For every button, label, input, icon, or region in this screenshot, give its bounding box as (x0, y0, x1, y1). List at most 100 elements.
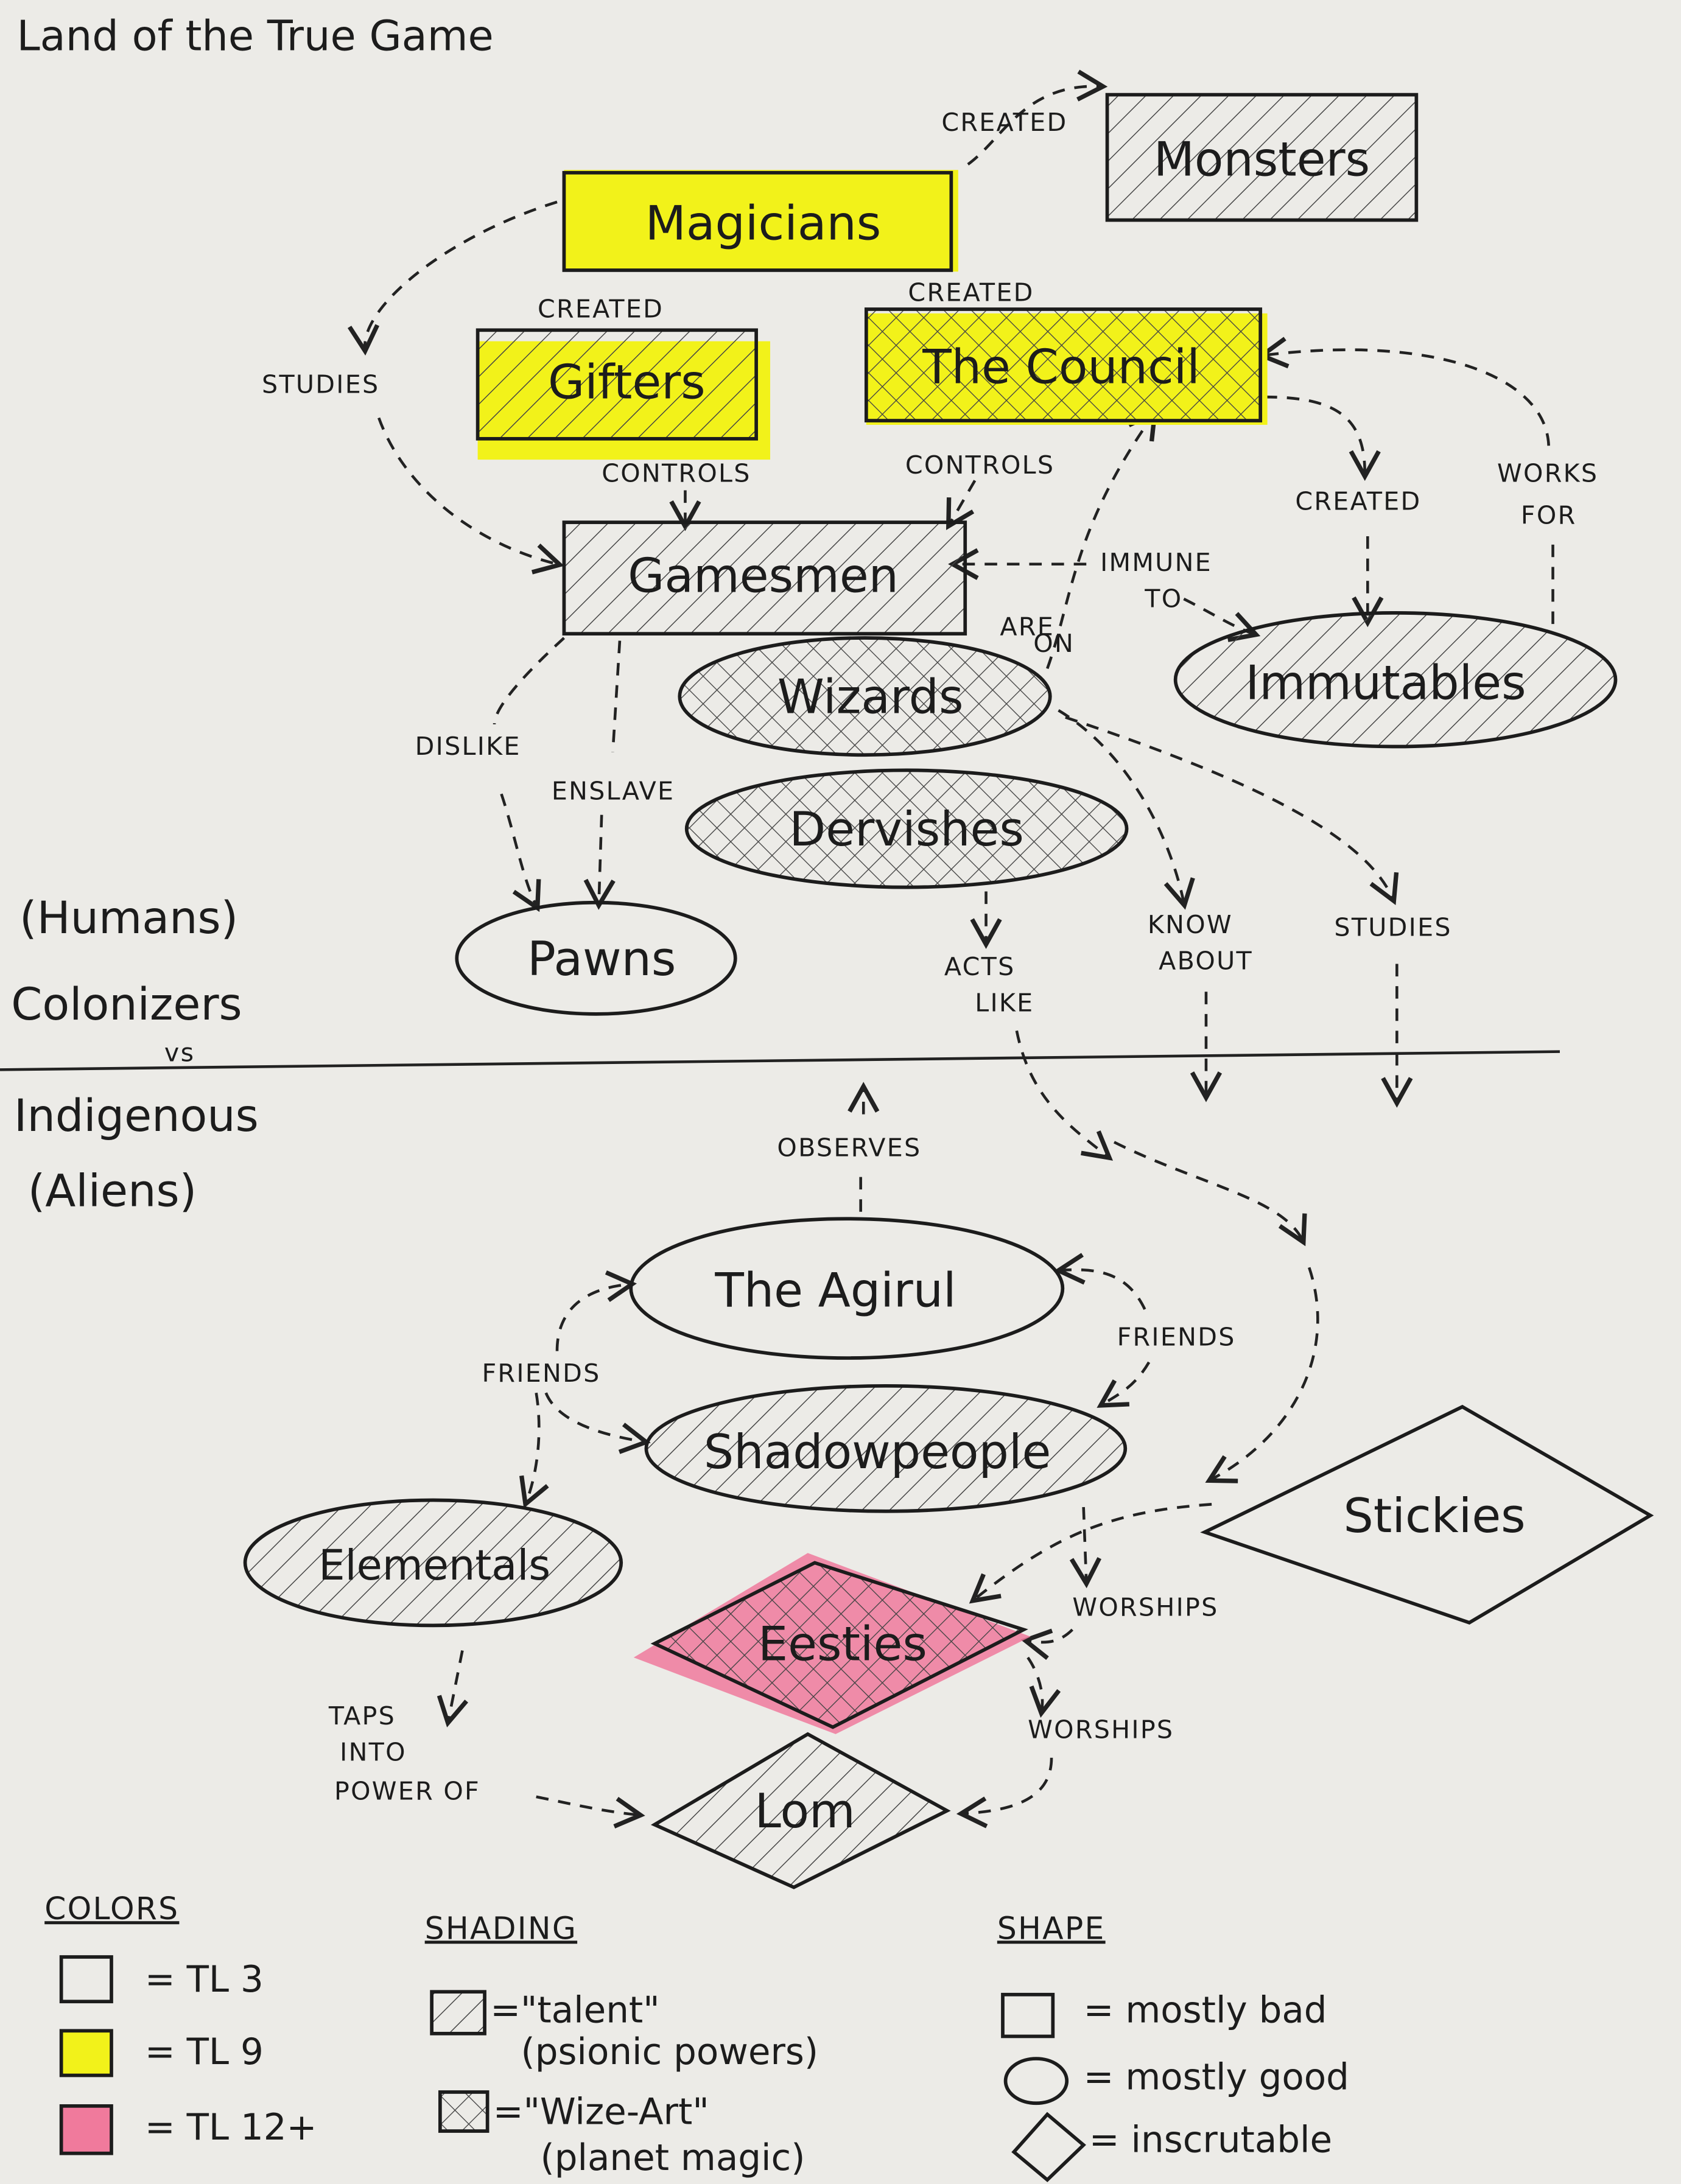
edge-stickies-path (1113, 1141, 1307, 1247)
legend-shape-rect (1001, 1992, 1055, 2039)
edge-actslike-aliens (1015, 1030, 1114, 1161)
svg-text:Wizards: Wizards (777, 670, 964, 725)
legend-colors-heading: COLORS (44, 1891, 179, 1927)
label-into: INTO (340, 1737, 407, 1766)
svg-text:(planet magic): (planet magic) (541, 2137, 805, 2179)
node-shadowpeople[interactable]: Shadowpeople (644, 1384, 1128, 1513)
legend-hatch-wizeart (438, 2090, 490, 2133)
label-colonizers: Colonizers (11, 979, 242, 1031)
edge-studies-gamesmen (377, 417, 564, 575)
legend-shading-heading: SHADING (425, 1910, 577, 1946)
svg-text:Immutables: Immutables (1245, 656, 1526, 711)
svg-text:= TL 3: = TL 3 (145, 1959, 264, 2001)
edge-magicians-gamesmen (348, 200, 558, 356)
svg-text:Lom: Lom (755, 1784, 855, 1839)
edge-friends-left-agirul (555, 1270, 637, 1351)
node-eesties[interactable]: Eesties (633, 1553, 1031, 1734)
label-know: KNOW (1148, 910, 1233, 939)
svg-text:(psionic powers): (psionic powers) (521, 2031, 819, 2073)
node-gifters[interactable]: Gifters (476, 328, 770, 460)
label-on: ON (1033, 629, 1075, 658)
node-agirul[interactable]: The Agirul (629, 1217, 1065, 1360)
svg-text:Elementals: Elementals (318, 1541, 550, 1590)
edge-friends-right-agirul (1053, 1253, 1146, 1310)
svg-text:Pawns: Pawns (527, 932, 676, 987)
node-council[interactable]: The Council (864, 307, 1268, 425)
edge-council-gamesmen (946, 480, 977, 530)
legend-shape-ellipse (1003, 2057, 1069, 2105)
node-elementals[interactable]: Elementals (243, 1498, 623, 1628)
node-dervishes[interactable]: Dervishes (684, 768, 1129, 889)
edge-friends-left-shadow (544, 1392, 651, 1454)
edge-wizards-council (1046, 409, 1158, 670)
svg-text:Gifters: Gifters (548, 355, 706, 410)
edge-wizards-studies (1065, 716, 1399, 905)
label-created-council: CREATED (908, 278, 1034, 307)
label-enslave: ENSLAVE (552, 776, 675, 805)
label-dislike: DISLIKE (415, 732, 521, 761)
svg-text:="talent": ="talent" (490, 1990, 659, 2032)
label-friends-left: FRIENDS (482, 1359, 600, 1388)
svg-text:Magicians: Magicians (645, 197, 881, 251)
label-worships-1: WORSHIPS (1072, 1592, 1218, 1622)
edge-immutables-council (1265, 350, 1554, 625)
label-studies-gamesmen: STUDIES (262, 369, 379, 399)
edge-elementals-taps (437, 1650, 468, 1727)
edges (348, 69, 1554, 1829)
node-immutables[interactable]: Immutables (1173, 611, 1618, 749)
node-lom[interactable]: Lom (650, 1732, 951, 1889)
node-wizards[interactable]: Wizards (678, 636, 1052, 757)
label-like: LIKE (975, 988, 1034, 1017)
label-worships-2: WORSHIPS (1028, 1715, 1174, 1745)
svg-text:The Agirul: The Agirul (714, 1263, 956, 1318)
label-friends-right: FRIENDS (1117, 1322, 1236, 1351)
label-vs: vs (164, 1038, 195, 1068)
legend-swatch-tl9 (59, 2029, 113, 2077)
legend-shape-heading: SHAPE (997, 1910, 1106, 1946)
label-to: TO (1144, 584, 1182, 614)
edge-gamesmen-pawns-enslave (599, 640, 620, 903)
node-pawns[interactable]: Pawns (455, 900, 737, 1016)
svg-text:Monsters: Monsters (1154, 132, 1370, 187)
node-stickies[interactable]: Stickies (1200, 1404, 1654, 1625)
label-acts: ACTS (944, 952, 1016, 981)
edge-eesties-worships2 (1026, 1656, 1061, 1718)
edge-worships-lom (956, 1757, 1053, 1829)
label-studies-wizards: STUDIES (1334, 913, 1451, 942)
edge-friends-right-shadow (1097, 1361, 1151, 1408)
svg-text:= mostly bad: = mostly bad (1084, 1990, 1327, 2032)
label-indigenous: Indigenous (14, 1090, 259, 1142)
svg-text:Gamesmen: Gamesmen (628, 549, 899, 604)
label-controls-gifters: CONTROLS (602, 459, 751, 488)
label-are: ARE (1000, 612, 1055, 641)
svg-text:= TL 9: = TL 9 (145, 2031, 264, 2073)
edge-wizards-knowabout (1058, 709, 1195, 910)
label-about: ABOUT (1159, 947, 1253, 976)
edge-taps-lom (536, 1795, 645, 1829)
svg-text:= inscrutable: = inscrutable (1089, 2119, 1332, 2161)
label-controls-council: CONTROLS (905, 450, 1055, 480)
label-immune: IMMUNE (1100, 548, 1212, 577)
svg-text:= mostly good: = mostly good (1084, 2056, 1349, 2098)
svg-text:= TL 12+: = TL 12+ (145, 2107, 317, 2149)
svg-text:="Wize-Art": ="Wize-Art" (493, 2091, 709, 2133)
legend-swatch-tl12 (59, 2104, 113, 2155)
edge-labels: CREATED CREATED CREATED STUDIES CONTROLS… (262, 108, 1598, 1805)
edge-stickies-eesties (969, 1503, 1212, 1604)
label-aliens: (Aliens) (28, 1166, 197, 1217)
svg-text:Dervishes: Dervishes (789, 802, 1023, 857)
edge-gamesmen-pawns-dislike (493, 637, 564, 905)
edge-magicians-monsters (967, 69, 1108, 166)
edge-friends-left-elementals (519, 1392, 549, 1509)
svg-text:Eesties: Eesties (758, 1617, 927, 1672)
node-gamesmen[interactable]: Gamesmen (562, 520, 967, 636)
page-title: Land of the True Game (16, 12, 493, 60)
edge-immune-immutables (1183, 597, 1261, 642)
label-works: WORKS (1497, 459, 1598, 488)
node-magicians[interactable]: Magicians (562, 170, 958, 272)
edge-agirul-observes (861, 1089, 864, 1212)
humans-aliens-divider (0, 1050, 1560, 1071)
label-created-monsters: CREATED (941, 108, 1067, 137)
node-monsters[interactable]: Monsters (1105, 93, 1419, 222)
label-created-gifters: CREATED (538, 295, 664, 324)
